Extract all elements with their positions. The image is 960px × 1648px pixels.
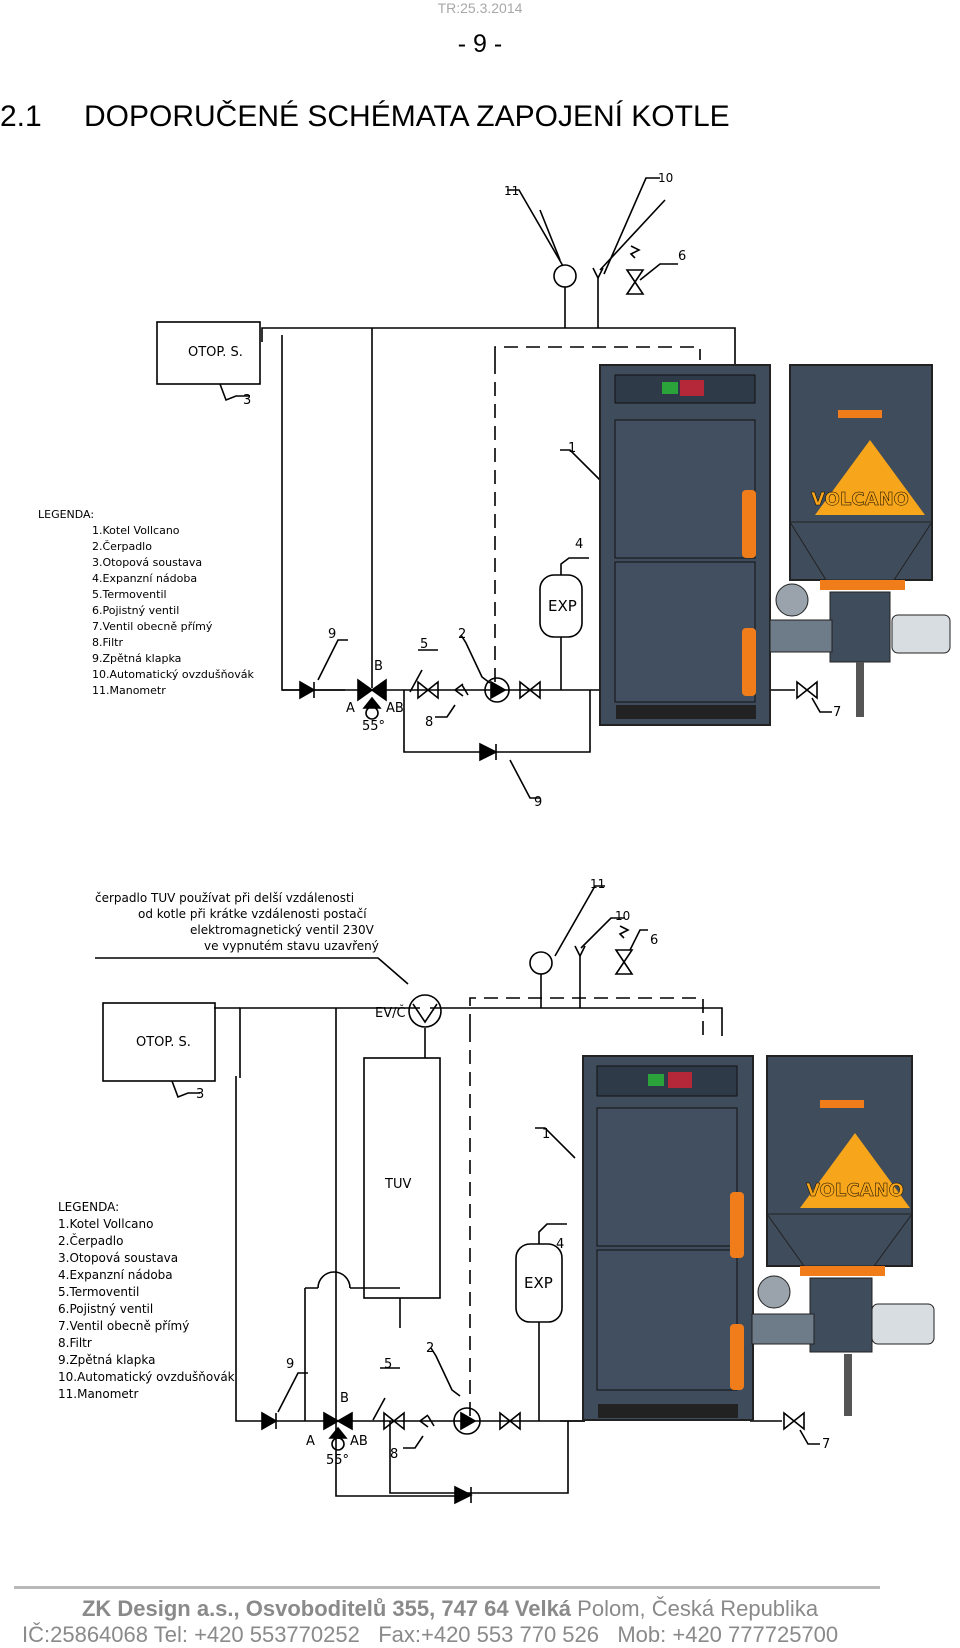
diagram-boiler-heating: VOLCANO OTOP. S. EXP 1 2 3 4 5 6 7 8 9 9… — [38, 171, 951, 810]
callout-4: 4 — [575, 537, 583, 552]
legend-1-title: LEGENDA: — [38, 508, 94, 521]
diagram-boiler-heating-tuv: VOLCANO OTOP. S. TUV EV/Č EXP 1 2 3 4 5 … — [58, 877, 935, 1505]
legend-2-item: 2.Čerpadlo — [58, 1233, 123, 1248]
valve-port-b-1: B — [374, 659, 383, 674]
note-line: čerpadlo TUV používat při delší vzdáleno… — [95, 891, 354, 905]
valve-temp-2: 55° — [326, 1453, 349, 1468]
evc-valve-label: EV/Č — [375, 1005, 406, 1021]
footer-fax: Fax:+420 553 770 526 — [359, 1622, 599, 1647]
callout-5: 5 — [420, 637, 428, 652]
valve-port-b-2: B — [340, 1391, 349, 1406]
legend-1-item: 8.Filtr — [92, 636, 123, 649]
note-line: ve vypnutém stavu uzavřený — [204, 939, 379, 953]
brand-logo-1: VOLCANO — [811, 489, 909, 510]
legend-1-item: 7.Ventil obecně přímý — [92, 620, 213, 633]
legend-1-item: 3.Otopová soustava — [92, 556, 202, 569]
tuv-note: čerpadlo TUV používat při delší vzdáleno… — [95, 891, 379, 953]
callout-4: 4 — [556, 1237, 564, 1252]
exp-tank-label-2: EXP — [524, 1274, 553, 1292]
callout-10: 10 — [615, 909, 630, 923]
callout-3: 3 — [243, 393, 251, 408]
section-number: 2.1 — [0, 100, 42, 133]
exp-tank-label-1: EXP — [548, 597, 577, 615]
callout-7: 7 — [833, 705, 841, 720]
legend-2-item: 6.Pojistný ventil — [58, 1302, 153, 1316]
footer-divider — [14, 1586, 880, 1589]
legend-2-item: 3.Otopová soustava — [58, 1251, 178, 1265]
callout-5: 5 — [384, 1357, 392, 1372]
valve-port-ab-1: AB — [386, 701, 404, 716]
heating-system-label-1: OTOP. S. — [188, 345, 243, 360]
section-title-text: DOPORUČENÉ SCHÉMATA ZAPOJENÍ KOTLE — [84, 100, 730, 133]
callout-6: 6 — [678, 249, 686, 264]
callout-8: 8 — [425, 715, 433, 730]
legend-2-item: 10.Automatický ovzdušňovák — [58, 1370, 235, 1384]
footer-mob: Mob: +420 777725700 — [599, 1622, 839, 1647]
callout-9b: 9 — [534, 795, 542, 810]
callout-9a: 9 — [328, 627, 336, 642]
callout-2: 2 — [458, 627, 466, 642]
legend-1-item: 11.Manometr — [92, 684, 166, 697]
callout-1: 1 — [568, 441, 576, 456]
footer-contact-line: IČ:25864068 Tel: +420 553770252 Fax:+420… — [22, 1622, 838, 1648]
footer-place: Polom, Česká Republika — [571, 1596, 819, 1621]
page-number: - 9 - — [457, 30, 503, 58]
legend-1-item: 9.Zpětná klapka — [92, 652, 181, 665]
brand-logo-2: VOLCANO — [806, 1180, 904, 1201]
legend-2-item: 8.Filtr — [58, 1336, 92, 1350]
section-title: 2.1 DOPORUČENÉ SCHÉMATA ZAPOJENÍ KOTLE — [0, 100, 730, 134]
footer-company-line: ZK Design a.s., Osvoboditelů 355, 747 64… — [0, 1596, 900, 1622]
legend-1-item: 1.Kotel Vollcano — [92, 524, 180, 537]
valve-port-ab-2: AB — [350, 1434, 368, 1449]
callout-6: 6 — [650, 933, 658, 948]
callout-2: 2 — [426, 1341, 434, 1356]
legend-2-item: 5.Termoventil — [58, 1285, 139, 1299]
callout-3: 3 — [196, 1087, 204, 1102]
boiler-unit-2: VOLCANO — [582, 1055, 935, 1421]
callout-7: 7 — [822, 1437, 830, 1452]
valve-temp-1: 55° — [362, 719, 385, 734]
callout-11: 11 — [504, 184, 519, 198]
legend-2-title: LEGENDA: — [58, 1200, 119, 1214]
legend-1-item: 2.Čerpadlo — [92, 540, 152, 553]
boiler-unit-1: VOLCANO — [599, 364, 951, 726]
callout-8: 8 — [390, 1447, 398, 1462]
heating-system-label-2: OTOP. S. — [136, 1035, 191, 1050]
legend-2-item: 9.Zpětná klapka — [58, 1353, 156, 1367]
legend-2-item: 1.Kotel Vollcano — [58, 1217, 153, 1231]
legend-2-item: 7.Ventil obecně přímý — [58, 1319, 189, 1333]
note-line: elektromagnetický ventil 230V — [190, 923, 375, 937]
footer-company: ZK Design a.s., Osvoboditelů 355, 747 64… — [81, 1596, 572, 1621]
legend-1-item: 6.Pojistný ventil — [92, 604, 179, 617]
note-line: od kotle při krátke vzdálenosti postačí — [138, 907, 367, 921]
tuv-tank-label: TUV — [384, 1177, 411, 1192]
callout-1: 1 — [542, 1127, 550, 1142]
legend-1: LEGENDA: 1.Kotel Vollcano 2.Čerpadlo 3.O… — [38, 508, 255, 697]
header-date: TR:25.3.2014 — [437, 0, 523, 16]
callout-10: 10 — [658, 171, 673, 185]
valve-port-a-1: A — [346, 701, 355, 716]
legend-2: LEGENDA: 1.Kotel Vollcano 2.Čerpadlo 3.O… — [58, 1200, 235, 1401]
legend-2-item: 11.Manometr — [58, 1387, 139, 1401]
footer-ic: IČ:25864068 — [22, 1622, 148, 1647]
legend-1-item: 5.Termoventil — [92, 588, 167, 601]
callout-11: 11 — [590, 877, 605, 891]
legend-1-item: 4.Expanzní nádoba — [92, 572, 197, 585]
footer-tel: Tel: +420 553770252 — [148, 1622, 360, 1647]
legend-2-item: 4.Expanzní nádoba — [58, 1268, 173, 1282]
valve-port-a-2: A — [306, 1434, 315, 1449]
callout-9: 9 — [286, 1357, 294, 1372]
legend-1-item: 10.Automatický ovzdušňovák — [92, 668, 255, 681]
